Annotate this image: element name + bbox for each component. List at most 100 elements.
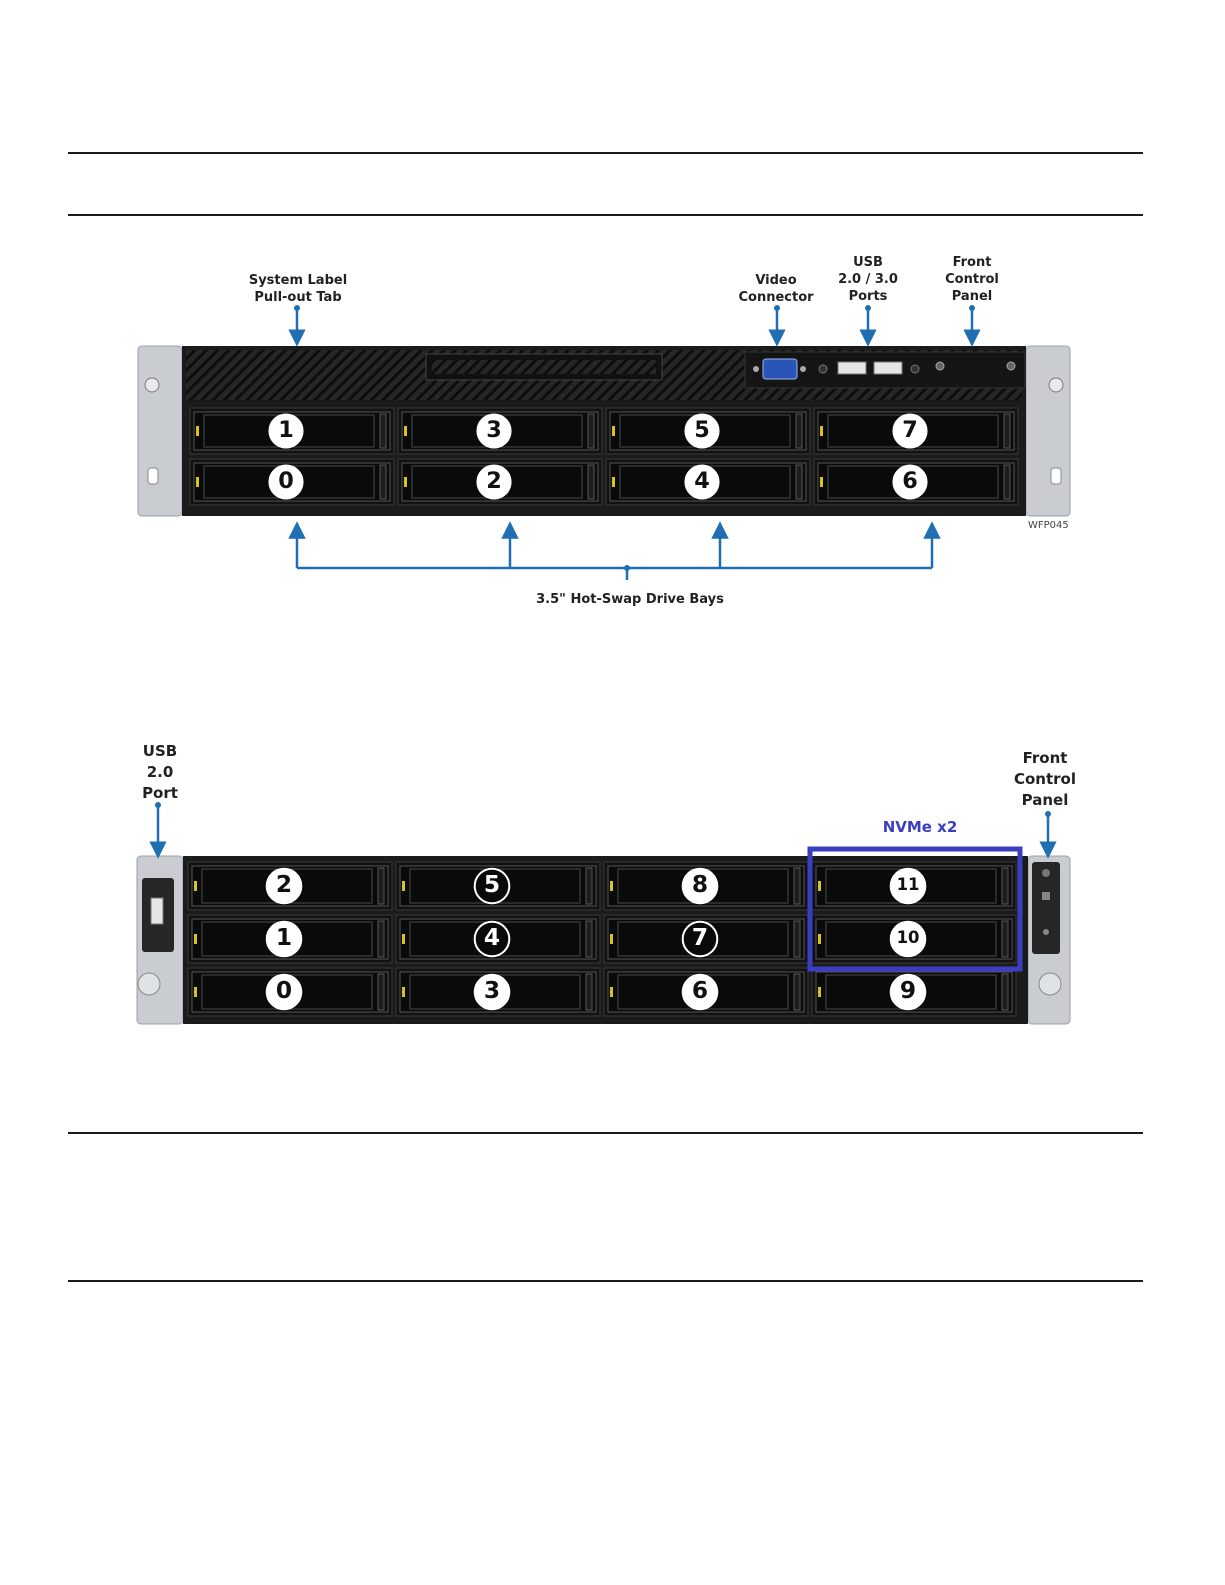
drive-bay-number: 8 <box>692 871 708 898</box>
screw <box>753 366 759 372</box>
drive-bay: 3 <box>396 968 600 1016</box>
drive-bay-number: 10 <box>897 928 920 947</box>
drive-bay-number: 3 <box>486 417 502 443</box>
ear-slot <box>1051 468 1061 484</box>
drive-bay-latch <box>380 465 386 499</box>
drive-bay-latch <box>796 465 802 499</box>
drive-bay-led <box>612 477 615 487</box>
drive-bay-led <box>404 477 407 487</box>
drive-bay-led <box>402 934 405 944</box>
drive-bay: 11 <box>812 862 1016 910</box>
drive-bay-led <box>402 881 405 891</box>
drive-bay-latch <box>1002 868 1008 904</box>
button <box>819 365 827 373</box>
drive-bay: 10 <box>812 915 1016 963</box>
drive-bay-number: 4 <box>484 924 500 951</box>
drive-bay-number: 1 <box>278 417 294 443</box>
drive-bay-led <box>612 426 615 436</box>
drive-bay: 4 <box>396 915 600 963</box>
drive-bay-latch <box>378 868 384 904</box>
usb-port <box>838 362 866 374</box>
ear-screw <box>1039 973 1061 995</box>
power-button <box>1042 869 1050 877</box>
screw <box>800 366 806 372</box>
ear-screw <box>145 378 159 392</box>
drive-bay-latch <box>586 921 592 957</box>
rack-ear-right <box>1026 346 1070 516</box>
drive-bay-latch <box>1002 974 1008 1010</box>
id-button <box>1007 362 1015 370</box>
drive-bay-led <box>820 477 823 487</box>
vga-port <box>763 359 797 379</box>
drive-bay-latch <box>378 974 384 1010</box>
drive-bay: 8 <box>604 862 808 910</box>
drive-bay-led <box>818 881 821 891</box>
drive-bay-led <box>196 426 199 436</box>
drive-bay-number: 5 <box>694 417 710 443</box>
id-button <box>1042 892 1050 900</box>
drive-bay-number: 3 <box>484 977 500 1004</box>
drive-bay-latch <box>588 414 594 448</box>
drive-bay-number: 7 <box>692 924 708 951</box>
rack-ear-left <box>138 346 182 516</box>
drive-bay: 6 <box>814 459 1018 505</box>
usb-port <box>151 898 163 924</box>
drive-bay-led <box>610 881 613 891</box>
drive-bay-number: 0 <box>276 977 292 1004</box>
drive-bay-led <box>818 934 821 944</box>
drive-bay-number: 0 <box>278 468 294 494</box>
drive-bay-latch <box>586 974 592 1010</box>
drive-bay-led <box>194 934 197 944</box>
drive-bay: 5 <box>606 408 810 454</box>
drive-bay-number: 7 <box>902 417 918 443</box>
button <box>911 365 919 373</box>
status-led <box>1043 929 1049 935</box>
drive-bay: 5 <box>396 862 600 910</box>
drive-bay-led <box>818 987 821 997</box>
optical-bay-grille <box>432 360 656 374</box>
drive-bay: 4 <box>606 459 810 505</box>
drive-bay-led <box>194 881 197 891</box>
drive-bay-number: 6 <box>692 977 708 1004</box>
usb-port <box>874 362 902 374</box>
drive-bay-number: 6 <box>902 468 918 494</box>
drive-bay-latch <box>796 414 802 448</box>
drive-bay: 7 <box>604 915 808 963</box>
drive-bay-latch <box>794 974 800 1010</box>
drive-bay-led <box>820 426 823 436</box>
drive-bay-number: 9 <box>900 977 916 1004</box>
drive-bay-number: 11 <box>897 875 920 894</box>
drive-bay-led <box>610 987 613 997</box>
drive-bay: 2 <box>188 862 392 910</box>
drive-bay: 0 <box>188 968 392 1016</box>
drive-bay-number: 2 <box>486 468 502 494</box>
power-button <box>936 362 944 370</box>
drive-bay-led <box>194 987 197 997</box>
drive-bay-latch <box>380 414 386 448</box>
drive-bay-number: 4 <box>694 468 710 494</box>
drive-bay: 9 <box>812 968 1016 1016</box>
drive-bay-led <box>404 426 407 436</box>
drive-bay-latch <box>1004 414 1010 448</box>
drive-bay-number: 1 <box>276 924 292 951</box>
drive-bay-latch <box>588 465 594 499</box>
drive-bay-latch <box>378 921 384 957</box>
drive-bay: 1 <box>190 408 394 454</box>
drive-bay-led <box>610 934 613 944</box>
drive-bay-latch <box>586 868 592 904</box>
drive-bay: 2 <box>398 459 602 505</box>
drive-bay: 0 <box>190 459 394 505</box>
drive-bay: 6 <box>604 968 808 1016</box>
drive-bay: 1 <box>188 915 392 963</box>
ear-screw <box>1049 378 1063 392</box>
drive-bay-led <box>402 987 405 997</box>
drive-bay: 3 <box>398 408 602 454</box>
drive-bay-latch <box>1002 921 1008 957</box>
drive-bay: 7 <box>814 408 1018 454</box>
drive-bay-latch <box>794 921 800 957</box>
drive-bay-number: 5 <box>484 871 500 898</box>
ear-screw <box>138 973 160 995</box>
drive-bay-latch <box>794 868 800 904</box>
ear-slot <box>148 468 158 484</box>
